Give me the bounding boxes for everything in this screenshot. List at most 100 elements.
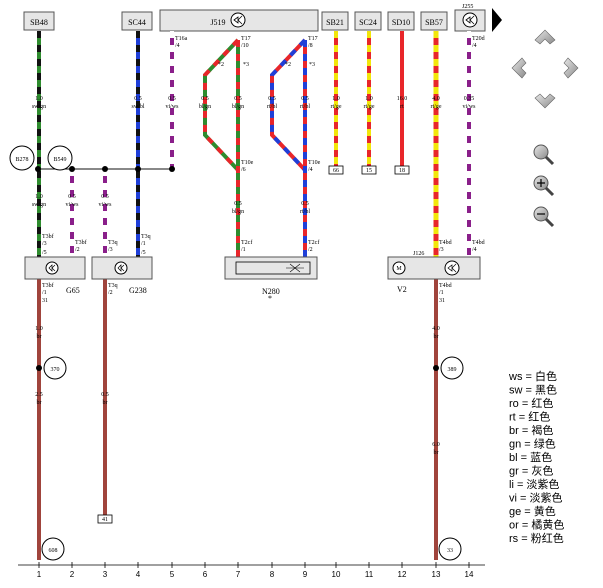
connector-t3bf-c-pin: /1 bbox=[42, 290, 47, 296]
connector-t3q-a: T3q bbox=[108, 240, 118, 246]
right-arrow-icon[interactable] bbox=[563, 57, 579, 79]
wire-label-col7-bot-color: bl/gn bbox=[232, 209, 244, 215]
wire-label-col9-bot-size: 0.5 bbox=[301, 201, 309, 207]
legend-entry: rt = 红色 bbox=[509, 410, 550, 424]
pin-note-3a: *3 bbox=[243, 62, 249, 68]
pin-note-5a: /5 bbox=[42, 250, 47, 256]
wire-label-col13-color: rt/ge bbox=[431, 104, 442, 110]
down-arrow-icon[interactable] bbox=[534, 93, 556, 109]
pin-note-3b: *3 bbox=[309, 62, 315, 68]
fuse-label-sb57: SB57 bbox=[425, 18, 443, 27]
wire-label-col3-color: vi/ws bbox=[98, 202, 112, 208]
connector-t4bd-c-pin: /1 bbox=[439, 290, 444, 296]
wire-label-col13-size: 4.0 bbox=[432, 96, 440, 102]
legend-entry: ge = 黄色 bbox=[509, 504, 556, 518]
fuse-label-sb21: SB21 bbox=[326, 18, 344, 27]
wire-label-col8-size: 0.5 bbox=[268, 96, 276, 102]
component-j126[interactable]: M J126 V2 bbox=[387, 251, 481, 294]
svg-text:66: 66 bbox=[333, 168, 339, 174]
connector-t16a: T16a bbox=[175, 36, 188, 42]
legend-entry: li = 淡紫色 bbox=[509, 477, 559, 491]
wire-label-col3-size: 0.5 bbox=[101, 194, 109, 200]
wire-label-col9-bot-color: rt/bl bbox=[300, 209, 310, 215]
ground-point-33[interactable]: 33 bbox=[438, 537, 462, 561]
column-number: 13 bbox=[432, 570, 441, 579]
connector-t20d-pin: /4 bbox=[472, 43, 477, 49]
wire-layer bbox=[37, 31, 471, 560]
zoom-in-icon[interactable] bbox=[533, 175, 555, 197]
component-n280[interactable]: N280 * bbox=[224, 256, 318, 303]
ground-point-608[interactable]: 608 bbox=[41, 537, 65, 561]
splice-389[interactable]: 389 bbox=[440, 356, 464, 380]
component-note-n280: * bbox=[268, 294, 272, 303]
legend-entry: ws = 白色 bbox=[508, 369, 557, 383]
wire-label-col3-br-size: 0.5 bbox=[101, 392, 109, 398]
magnifier-icon[interactable] bbox=[533, 144, 555, 166]
legend-entry: ro = 红色 bbox=[509, 396, 553, 410]
fuse-label-sc24: SC24 bbox=[359, 18, 377, 27]
fuse-box-sd10[interactable] bbox=[387, 11, 415, 31]
fuse-box-sc24[interactable] bbox=[354, 11, 382, 31]
wire-label-col13-br-size: 4.0 bbox=[432, 326, 440, 332]
ref-box-18[interactable]: 18 bbox=[394, 165, 410, 175]
connector-t17-a-pin: /10 bbox=[241, 43, 249, 49]
wire-label-col2-color: vi/ws bbox=[65, 202, 79, 208]
svg-text:389: 389 bbox=[448, 367, 457, 373]
transistor-glyph-icon bbox=[233, 15, 243, 25]
legend-entry: gr = 灰色 bbox=[509, 464, 553, 478]
column-number: 1 bbox=[37, 570, 42, 579]
wire-label-col1-br2-size: 2.5 bbox=[35, 392, 43, 398]
connector-t3bf-a-pin: /3 bbox=[42, 241, 47, 247]
wire-label-col2-size: 0.5 bbox=[68, 194, 76, 200]
column-number: 10 bbox=[332, 570, 341, 579]
wire-label-col1-br-size: 1.0 bbox=[35, 326, 43, 332]
column-number: 12 bbox=[398, 570, 407, 579]
connector-t3q-c: T3q bbox=[108, 283, 118, 289]
fuse-box-sb48[interactable] bbox=[23, 11, 55, 31]
column-number: 5 bbox=[170, 570, 175, 579]
splice-370[interactable]: 370 bbox=[43, 356, 67, 380]
component-label-g238: G238 bbox=[129, 286, 147, 295]
connector-t3q-a-pin: /3 bbox=[108, 247, 113, 253]
svg-text:18: 18 bbox=[399, 168, 405, 174]
wire-col6-stripe bbox=[203, 38, 240, 172]
fuse-label-sd10: SD10 bbox=[392, 18, 410, 27]
connector-t2cf-a: T2cf bbox=[241, 239, 252, 246]
component-g65[interactable]: G65 bbox=[24, 256, 86, 295]
zoom-out-icon[interactable] bbox=[533, 206, 555, 228]
wire-label-col13-br2-color: br bbox=[434, 450, 439, 456]
connector-t17-b: T17 bbox=[308, 36, 318, 42]
fuse-box-sc44[interactable] bbox=[121, 11, 153, 31]
svg-text:370: 370 bbox=[51, 367, 60, 373]
connector-t4bd-a-pin: /3 bbox=[439, 247, 444, 253]
connector-t3q-c-pin: /2 bbox=[108, 290, 113, 296]
junction-dot bbox=[69, 166, 75, 172]
wire-label-col10-color: rt/ge bbox=[331, 104, 342, 110]
svg-text:B278: B278 bbox=[15, 157, 28, 163]
wire-label-col1-br2-color: br bbox=[37, 400, 42, 406]
splice-b278[interactable]: B278 bbox=[9, 145, 35, 171]
wire-label-col7-size: 0.5 bbox=[234, 96, 242, 102]
transistor-glyph-j255-icon bbox=[465, 15, 475, 25]
ref-box-15[interactable]: 15 bbox=[361, 165, 377, 175]
svg-text:41: 41 bbox=[102, 517, 108, 523]
junction-dot bbox=[35, 166, 41, 172]
ref-box-66[interactable]: 66 bbox=[328, 165, 344, 175]
fuse-box-sb21[interactable] bbox=[321, 11, 349, 31]
up-arrow-icon[interactable] bbox=[534, 29, 556, 45]
component-g238[interactable]: G238 bbox=[91, 256, 153, 295]
wire-label-col14-size: 0.35 bbox=[464, 96, 475, 102]
pin-note-2b: *2 bbox=[285, 62, 291, 68]
left-arrow-icon[interactable] bbox=[511, 57, 527, 79]
splice-b549[interactable]: B549 bbox=[47, 145, 73, 171]
column-number: 7 bbox=[236, 570, 241, 579]
ref-box-41[interactable]: 41 bbox=[97, 514, 113, 524]
wire-label-col1-mid-color: sw/gn bbox=[32, 202, 46, 208]
control-unit-label-j255: J255 bbox=[462, 4, 473, 10]
connector-t10e-b-pin: /4 bbox=[308, 167, 313, 173]
wire-col8-stripe bbox=[270, 38, 307, 172]
play-next-icon[interactable] bbox=[492, 8, 502, 32]
fuse-box-sb57[interactable] bbox=[420, 11, 448, 31]
column-number: 9 bbox=[303, 570, 308, 579]
